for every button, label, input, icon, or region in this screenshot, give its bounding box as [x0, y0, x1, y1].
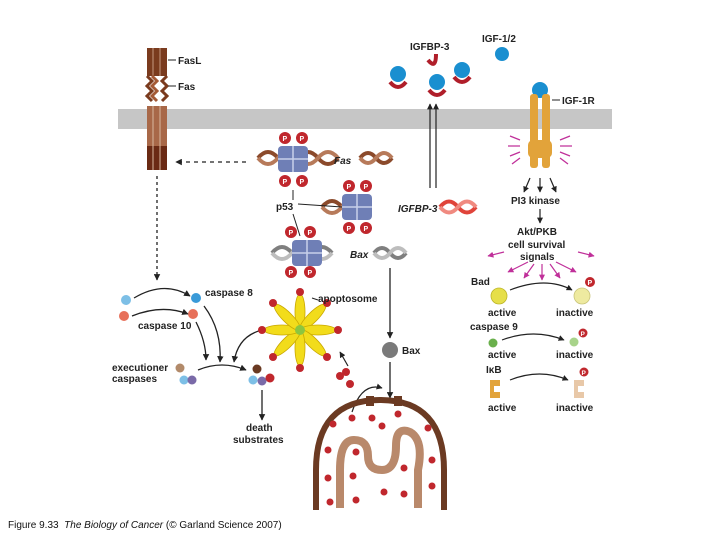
p53-leader-mid — [297, 203, 343, 208]
bad-inactive-label: inactive — [556, 308, 594, 319]
fasl-label: FasL — [178, 56, 201, 67]
svg-text:P: P — [347, 226, 352, 233]
bad-inactivation-arrow — [509, 282, 573, 291]
igfbp3-gene-label: IGFBP-3 — [398, 204, 438, 215]
pi3k-label: PI3 kinase — [511, 196, 560, 207]
p53-tetramer-3 — [292, 240, 322, 266]
bax-protein — [382, 342, 398, 358]
apoptosome-label: apoptosome — [318, 294, 378, 305]
caption-title: The Biology of Cancer — [64, 520, 164, 531]
akt-label: Akt/PKB — [517, 227, 557, 238]
survival-signal-arrows — [487, 251, 595, 281]
figure-caption: Figure 9.33 The Biology of Cancer (© Gar… — [8, 520, 282, 531]
apoptosome-to-executioner-arrow — [231, 329, 263, 363]
phospho-group-set-1 — [279, 132, 308, 187]
svg-text:P: P — [364, 184, 369, 191]
caspase9-active — [488, 338, 498, 348]
plasma-membrane — [118, 109, 612, 129]
ikb-inactive-label: inactive — [556, 403, 594, 414]
survival-label-2: signals — [520, 252, 555, 263]
executioner-label-1: executioner — [112, 363, 168, 374]
svg-text:P: P — [308, 270, 313, 277]
pi3k-arrow-1 — [523, 177, 531, 193]
caspase9-inactivation-arrow — [501, 333, 565, 341]
ikb-label: IκB — [486, 365, 502, 376]
ikb-phospho — [579, 367, 589, 377]
caspase9-phospho-label: P — [581, 331, 586, 338]
igf1r-receptor — [508, 82, 572, 168]
bad-label: Bad — [471, 277, 490, 288]
caption-suffix: (© Garland Science 2007) — [165, 520, 282, 531]
ikb-inactive — [574, 380, 584, 398]
survival-label-1: cell survival — [508, 240, 565, 251]
caspase10-to-executioner-arrow — [203, 305, 224, 363]
caspase9-inactive-label: inactive — [556, 350, 594, 361]
fas-gene-label: Fas — [334, 156, 352, 167]
phospho-group-set-2 — [343, 180, 372, 234]
death-label-1: death — [246, 423, 273, 434]
phospho-labels-set-3: P P P P — [289, 230, 313, 277]
phospho-labels-set-2: P P P P — [347, 184, 369, 233]
executioner-label-2: caspases — [112, 374, 157, 385]
mitochondrion — [313, 396, 447, 510]
mito-release-arrow-1 — [351, 383, 383, 413]
caspase9-phospho — [578, 328, 588, 338]
bax-gene-label: Bax — [350, 250, 369, 261]
released-cytochrome-c — [336, 368, 354, 388]
bad-active-label: active — [488, 308, 517, 319]
caspase9-label: caspase 9 — [470, 322, 518, 333]
p53-leader-down — [292, 213, 301, 237]
caspase10-activation-arrow — [131, 308, 189, 317]
p53-tetramer-2 — [342, 194, 372, 220]
svg-text:P: P — [308, 230, 313, 237]
svg-text:P: P — [300, 179, 305, 186]
p53-label: p53 — [276, 202, 294, 213]
ikb-phospho-label: P — [582, 370, 587, 377]
bad-phospho-label: P — [588, 280, 593, 287]
fas-receptor — [144, 48, 170, 170]
igf12-label: IGF-1/2 — [482, 34, 516, 45]
igf1r-label: IGF-1R — [562, 96, 596, 107]
caspase8-to-executioner-arrow — [195, 321, 210, 361]
bad-phospho — [585, 277, 595, 287]
ikb-inactivation-arrow — [509, 373, 569, 381]
caspase8-label: caspase 8 — [205, 288, 253, 299]
caspase8-activation-arrow — [133, 287, 191, 299]
caption-prefix: Figure 9.33 — [8, 520, 59, 531]
svg-text:P: P — [283, 136, 288, 143]
bax-label: Bax — [402, 346, 421, 357]
svg-text:P: P — [289, 270, 294, 277]
svg-text:P: P — [300, 136, 305, 143]
executioner-caspase-spheres — [175, 363, 275, 386]
caspase9-active-label: active — [488, 350, 517, 361]
igfbp3-igf-complexes — [388, 47, 509, 97]
apoptosome-leader — [311, 297, 319, 301]
svg-text:P: P — [347, 184, 352, 191]
initiator-caspase-spheres — [119, 293, 201, 321]
death-label-2: substrates — [233, 435, 284, 446]
svg-text:P: P — [364, 226, 369, 233]
svg-text:P: P — [289, 230, 294, 237]
cytochrome-c-arrow — [339, 351, 349, 367]
pi3k-arrow-3 — [549, 177, 557, 193]
executioner-activation-arrow — [197, 364, 247, 371]
caspase9-inactive — [569, 337, 579, 347]
ikb-active — [490, 380, 500, 398]
p53-tetramer-1 — [278, 146, 308, 172]
phospho-labels-set-1: P P P P — [283, 136, 305, 186]
igfbp3-label: IGFBP-3 — [410, 42, 450, 53]
bad-active — [490, 287, 508, 305]
bad-inactive — [573, 287, 591, 305]
fas-label: Fas — [178, 82, 196, 93]
ikb-active-label: active — [488, 403, 517, 414]
svg-text:P: P — [283, 179, 288, 186]
phospho-group-set-3 — [285, 226, 316, 278]
apoptosome — [258, 288, 342, 372]
caspase10-label: caspase 10 — [138, 321, 192, 332]
